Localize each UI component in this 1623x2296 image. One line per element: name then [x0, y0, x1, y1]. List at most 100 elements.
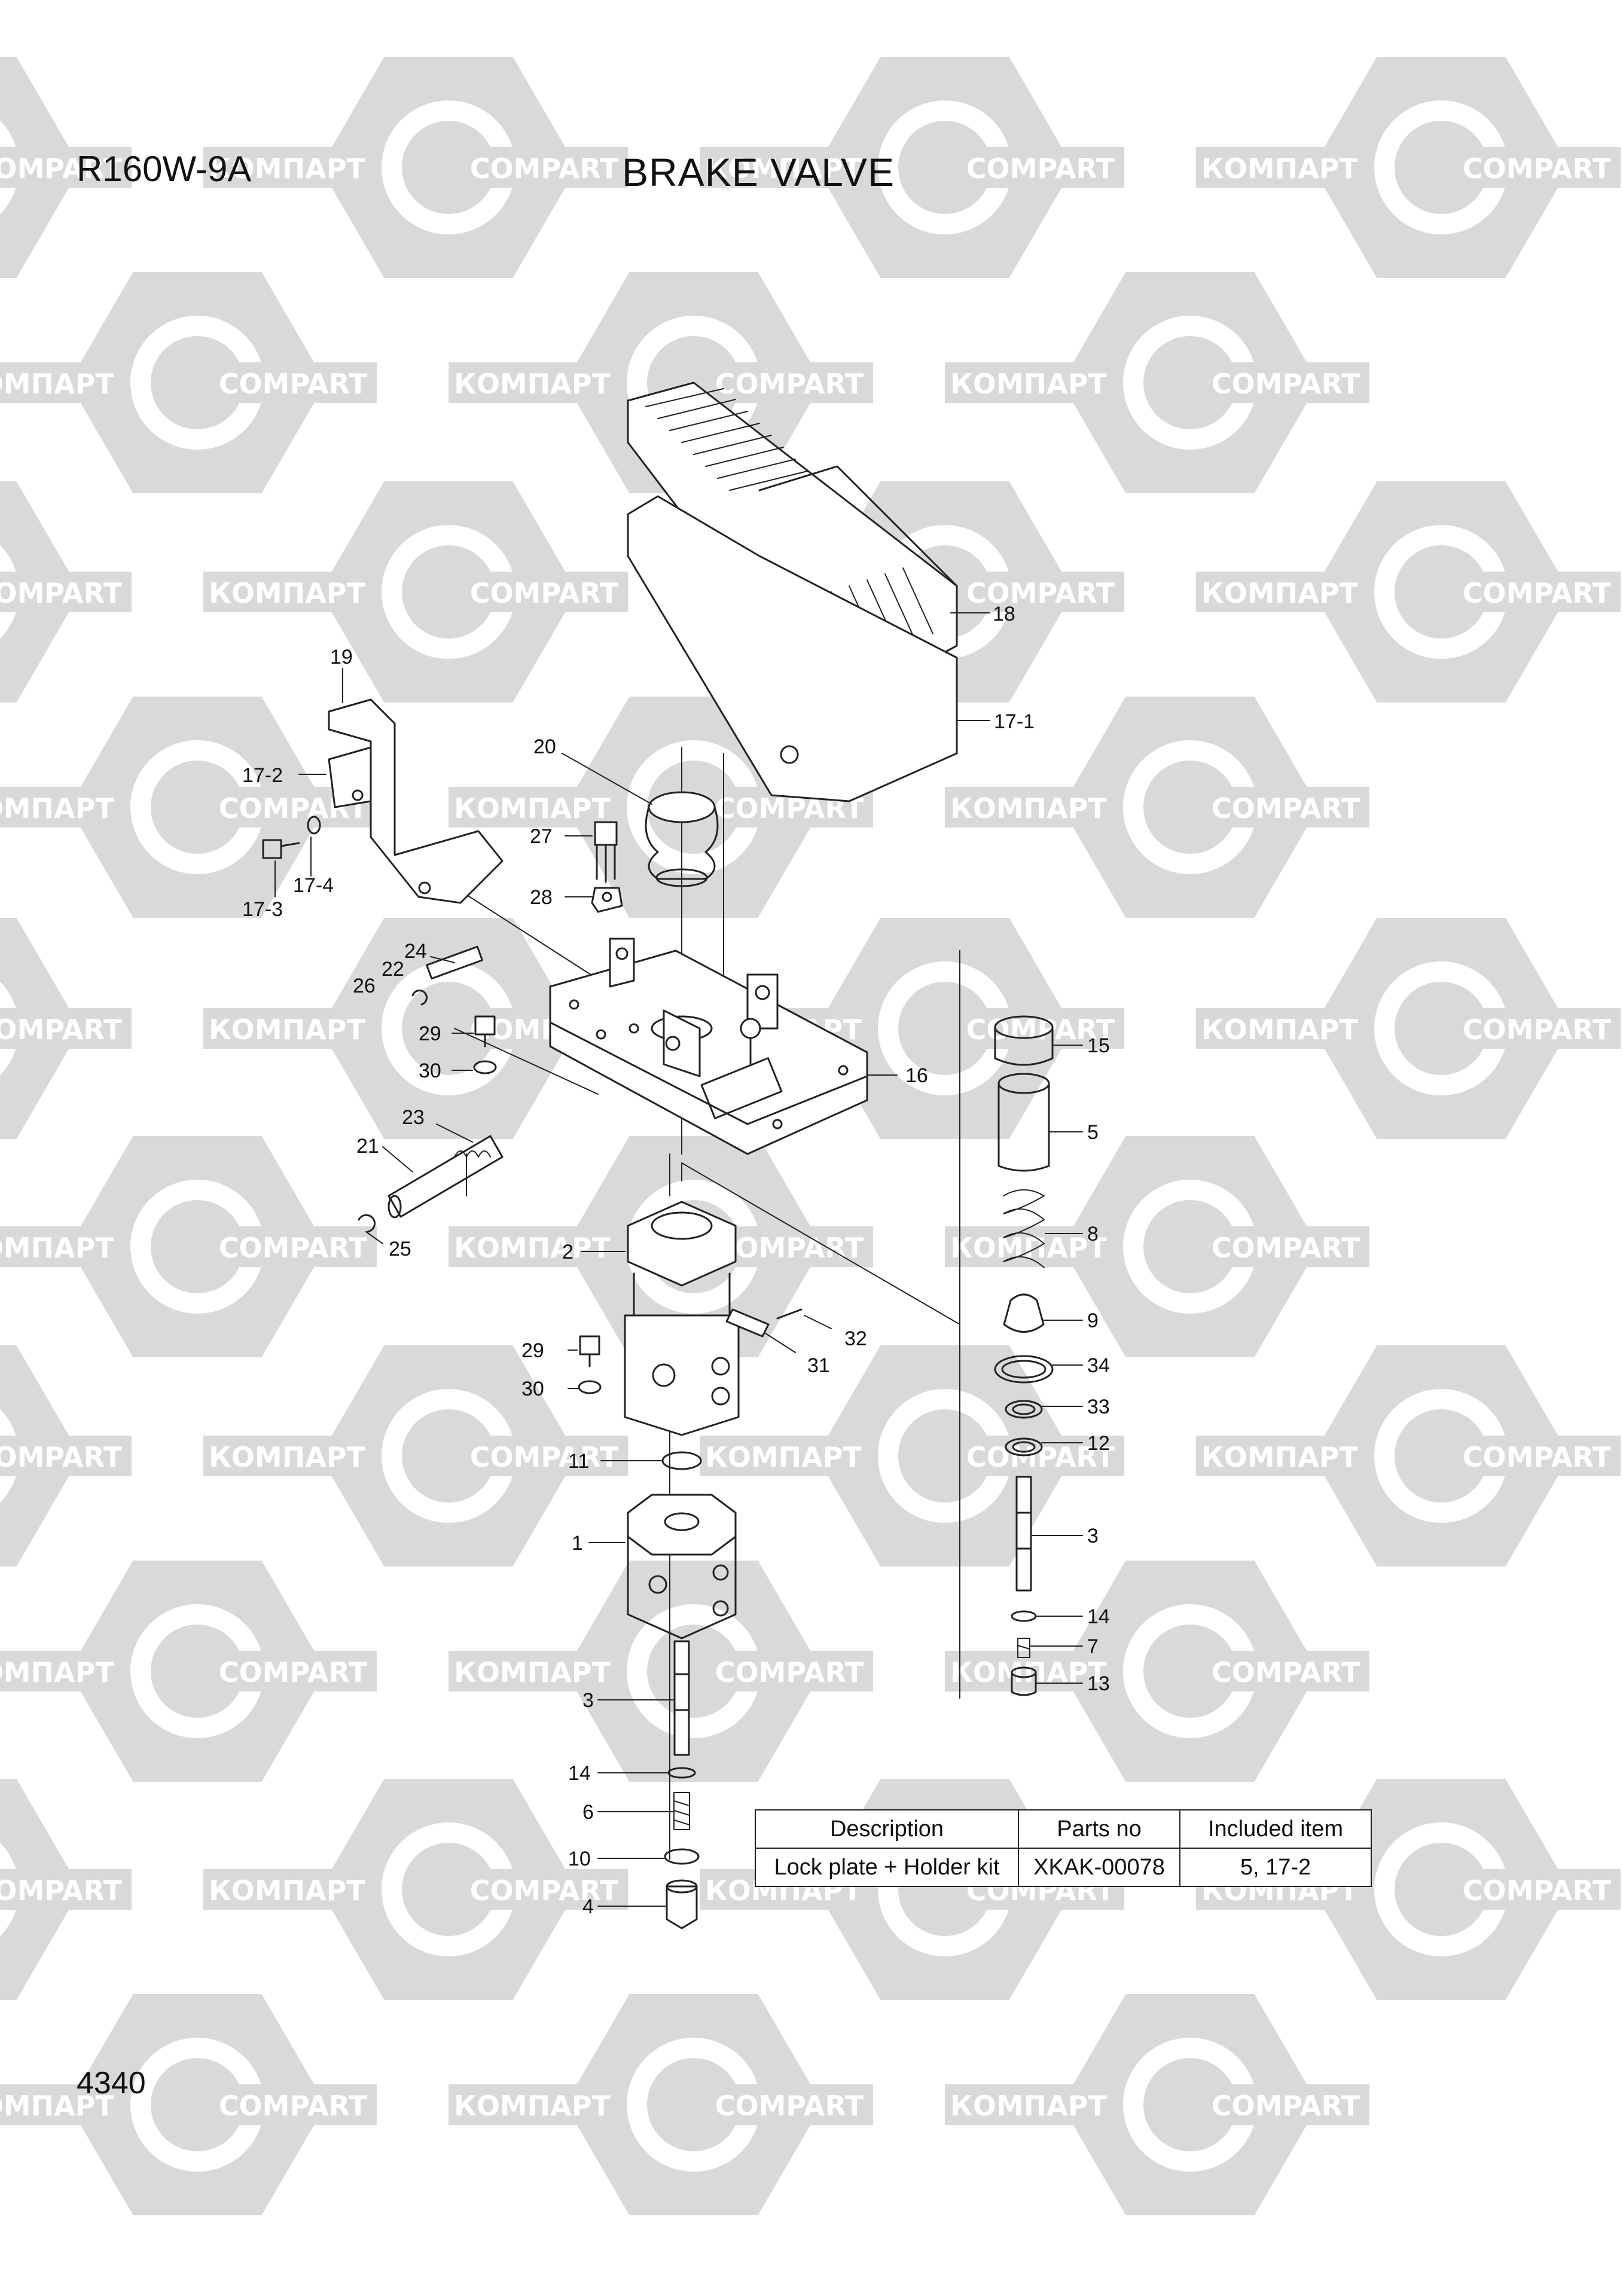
ring-part-26	[411, 990, 428, 1006]
collar-part-13	[1011, 1666, 1037, 1696]
callout-6: 6	[582, 1801, 594, 1824]
svg-text:КОМПАРТ: КОМПАРТ	[705, 152, 862, 185]
spring-part-7	[1017, 1638, 1030, 1658]
bushing-part-15	[994, 1015, 1054, 1066]
svg-text:COMPART: COMPART	[715, 2090, 864, 2122]
callout-24: 24	[404, 940, 427, 963]
pin-part-32	[776, 1308, 803, 1320]
base-plate-part-16	[549, 938, 868, 1155]
kit-cell-description: Lock plate + Holder kit	[755, 1848, 1019, 1887]
callout-9: 9	[1087, 1309, 1099, 1332]
svg-text:COMPART: COMPART	[219, 1656, 368, 1689]
kit-table: Description Parts no Included item Lock …	[755, 1809, 1372, 1887]
callout-7: 7	[1087, 1635, 1099, 1658]
kit-cell-included-item: 5, 17-2	[1179, 1848, 1372, 1887]
watermark-logo: КОМПАРТ COMPART	[203, 1345, 628, 1567]
boot-part-20	[645, 791, 719, 887]
bolt-part-29-lower	[579, 1335, 600, 1367]
svg-text:КОМПАРТ: КОМПАРТ	[950, 368, 1107, 400]
page-title: BRAKE VALVE	[622, 150, 895, 194]
callout-16: 16	[905, 1064, 928, 1087]
page-number: 4340	[77, 2066, 146, 2100]
svg-text:КОМПАРТ: КОМПАРТ	[209, 152, 365, 185]
ring-part-12	[1005, 1437, 1043, 1457]
kit-header-included-item: Included item	[1179, 1809, 1372, 1849]
svg-text:COMPART: COMPART	[1463, 1874, 1612, 1907]
svg-text:КОМПАРТ: КОМПАРТ	[0, 2090, 114, 2122]
svg-text:КОМПАРТ: КОМПАРТ	[209, 577, 365, 609]
svg-text:COMPART: COMPART	[0, 1013, 123, 1046]
table-row: Lock plate + Holder kit XKAK-00078 5, 17…	[755, 1848, 1372, 1887]
callout-14-lower: 14	[568, 1762, 591, 1785]
o-ring-part-10	[664, 1848, 700, 1865]
svg-text:КОМПАРТ: КОМПАРТ	[950, 2090, 1107, 2122]
svg-text:COMPART: COMPART	[0, 1441, 123, 1473]
callout-5: 5	[1087, 1121, 1099, 1144]
bolt-part-17-3	[262, 839, 300, 859]
retainer-part-9	[1003, 1293, 1045, 1333]
svg-text:COMPART: COMPART	[470, 1441, 619, 1473]
pin-part-21	[388, 1135, 504, 1219]
svg-text:COMPART: COMPART	[0, 577, 123, 609]
svg-text:КОМПАРТ: КОМПАРТ	[454, 368, 611, 400]
svg-text:COMPART: COMPART	[1212, 368, 1360, 400]
svg-text:COMPART: COMPART	[219, 2090, 368, 2122]
watermark-logo: КОМПАРТ COMPART	[0, 1994, 377, 2215]
callout-29-upper: 29	[419, 1022, 441, 1045]
svg-text:КОМПАРТ: КОМПАРТ	[950, 792, 1107, 825]
guide-lines	[454, 747, 960, 1860]
svg-text:КОМПАРТ: КОМПАРТ	[1201, 1013, 1358, 1046]
washer-part-30-upper	[473, 1060, 497, 1074]
spring-part-6	[673, 1792, 690, 1830]
svg-text:COMPART: COMPART	[966, 577, 1115, 609]
callout-17-3: 17-3	[242, 898, 283, 921]
kit-header-parts-no: Parts no	[1018, 1809, 1180, 1849]
callout-3-upper: 3	[1087, 1525, 1099, 1547]
svg-text:COMPART: COMPART	[1463, 152, 1612, 185]
watermark-logo: КОМПАРТ COMPART	[449, 1994, 873, 2215]
svg-text:COMPART: COMPART	[966, 1441, 1115, 1473]
callout-4: 4	[582, 1895, 594, 1918]
bracket-part-19	[328, 698, 504, 904]
svg-text:КОМПАРТ: КОМПАРТ	[454, 2090, 611, 2122]
svg-text:КОМПАРТ: КОМПАРТ	[0, 792, 114, 825]
svg-text:COMPART: COMPART	[715, 1656, 864, 1689]
washer-part-33	[1005, 1400, 1043, 1419]
callout-30-upper: 30	[419, 1060, 441, 1082]
model-name: R160W-9A	[77, 149, 252, 189]
callout-1: 1	[572, 1532, 583, 1555]
callout-13: 13	[1087, 1672, 1110, 1695]
svg-text:COMPART: COMPART	[1463, 1441, 1612, 1473]
leader-lines	[274, 612, 1083, 1907]
callout-19: 19	[330, 646, 353, 668]
watermark-logo: КОМПАРТ COMPART	[203, 57, 628, 278]
svg-text:КОМПАРТ: КОМПАРТ	[209, 1441, 365, 1473]
valve-body-part-2	[624, 1201, 740, 1436]
svg-text:COMPART: COMPART	[0, 152, 123, 185]
svg-text:COMPART: COMPART	[470, 152, 619, 185]
washer-part-30-lower	[578, 1380, 602, 1394]
watermark-logo: КОМПАРТ COMPART	[945, 272, 1369, 493]
svg-text:КОМПАРТ: КОМПАРТ	[0, 1232, 114, 1264]
callout-25: 25	[389, 1238, 411, 1260]
callout-20: 20	[533, 735, 556, 758]
kit-table-header-row: Description Parts no Included item	[755, 1809, 1372, 1849]
plate-part-31	[725, 1308, 770, 1338]
callout-22: 22	[382, 958, 404, 981]
spring-part-23	[454, 1150, 491, 1196]
callout-10: 10	[568, 1848, 591, 1870]
callout-8: 8	[1087, 1223, 1099, 1245]
